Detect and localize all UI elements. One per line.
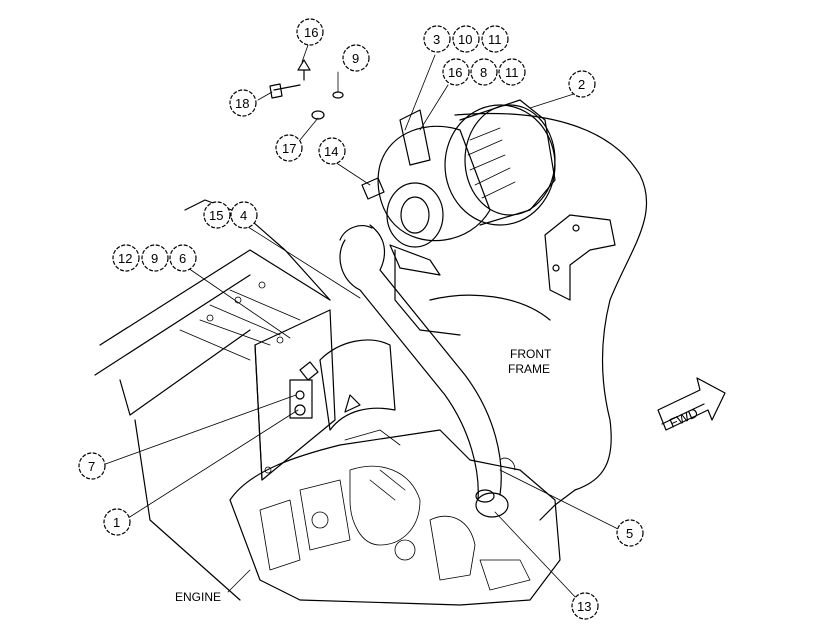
balloon-4: 4 bbox=[230, 201, 258, 229]
air-cleaner bbox=[377, 99, 556, 276]
front-frame-label-line1: FRONT bbox=[510, 347, 552, 361]
front-frame-outline bbox=[394, 112, 648, 521]
svg-text:3: 3 bbox=[433, 32, 440, 47]
balloon-6: 6 bbox=[169, 244, 197, 272]
balloon-18: 18 bbox=[229, 89, 257, 117]
svg-text:14: 14 bbox=[324, 144, 338, 159]
svg-text:15: 15 bbox=[209, 208, 223, 223]
balloon-5: 5 bbox=[616, 519, 644, 547]
leader-lines bbox=[99, 44, 621, 601]
svg-text:10: 10 bbox=[458, 32, 472, 47]
balloon-8: 8 bbox=[470, 58, 498, 86]
balloon-9-top: 9 bbox=[342, 44, 370, 72]
svg-text:17: 17 bbox=[282, 141, 296, 156]
svg-text:18: 18 bbox=[235, 96, 249, 111]
balloon-14: 14 bbox=[318, 137, 346, 165]
balloon-15: 15 bbox=[203, 201, 231, 229]
svg-text:12: 12 bbox=[118, 251, 132, 266]
svg-text:11: 11 bbox=[488, 32, 502, 47]
svg-text:1: 1 bbox=[113, 515, 120, 530]
svg-text:16: 16 bbox=[448, 65, 462, 80]
balloon-17: 17 bbox=[275, 134, 303, 162]
svg-text:9: 9 bbox=[352, 51, 359, 66]
callout-balloons: 16 9 18 17 14 3 10 11 16 8 11 2 15 4 12 … bbox=[78, 18, 644, 620]
intake-tube bbox=[339, 224, 502, 501]
balloon-11-top: 11 bbox=[481, 25, 509, 53]
engine-label: ENGINE bbox=[175, 590, 221, 604]
svg-text:6: 6 bbox=[179, 251, 186, 266]
svg-text:9: 9 bbox=[151, 251, 158, 266]
svg-text:16: 16 bbox=[304, 25, 318, 40]
balloon-1: 1 bbox=[103, 508, 131, 536]
balloon-3: 3 bbox=[423, 25, 451, 53]
svg-text:11: 11 bbox=[505, 65, 519, 80]
front-frame-label-line2: FRAME bbox=[508, 362, 550, 376]
svg-text:13: 13 bbox=[577, 599, 591, 614]
lower-hose bbox=[319, 339, 509, 518]
balloon-7: 7 bbox=[78, 452, 106, 480]
frame-rails bbox=[94, 199, 331, 601]
balloon-11-mid: 11 bbox=[498, 58, 526, 86]
balloon-13: 13 bbox=[571, 592, 599, 620]
fwd-label: FWD bbox=[667, 405, 700, 431]
balloon-2: 2 bbox=[568, 70, 596, 98]
svg-text:5: 5 bbox=[626, 526, 633, 541]
svg-text:4: 4 bbox=[240, 208, 247, 223]
balloon-16-top: 16 bbox=[296, 18, 324, 46]
fwd-arrow: FWD bbox=[657, 377, 726, 431]
balloon-9-left: 9 bbox=[141, 244, 169, 272]
frame-bracket bbox=[544, 214, 616, 301]
balloon-10: 10 bbox=[452, 25, 480, 53]
svg-text:2: 2 bbox=[578, 77, 585, 92]
engine-block bbox=[229, 429, 561, 606]
hardware bbox=[269, 59, 385, 200]
svg-text:8: 8 bbox=[480, 65, 487, 80]
balloon-16-mid: 16 bbox=[442, 58, 470, 86]
balloon-12: 12 bbox=[112, 244, 140, 272]
svg-text:7: 7 bbox=[88, 459, 95, 474]
